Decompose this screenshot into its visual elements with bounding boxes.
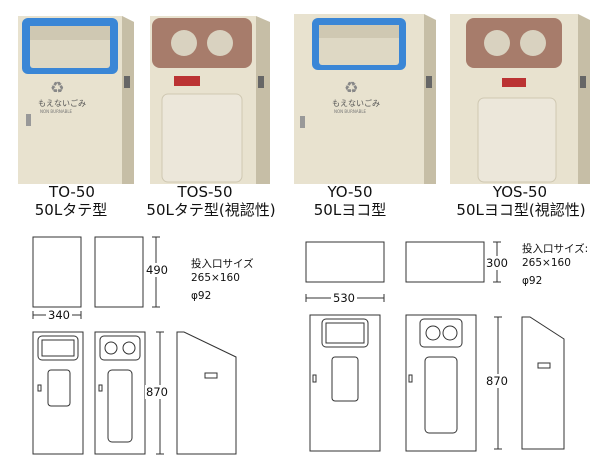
product-photo-tos50	[144, 6, 278, 184]
caption-model: TOS-50	[177, 183, 233, 201]
caption-model: TO-50	[49, 183, 95, 201]
tate-depth-dim: 490	[145, 263, 169, 277]
tate-opening-size: 265×160	[191, 272, 240, 284]
bin-yos50-illustration	[450, 14, 590, 184]
caption-desc: 50Lタテ型	[34, 201, 108, 219]
tate-opening-label: 投入口サイズ	[191, 258, 254, 270]
caption-desc: 50Lヨコ型	[313, 201, 387, 219]
caption-desc: 50Lタテ型(視認性)	[146, 201, 276, 219]
bin-tos50-illustration	[150, 16, 270, 184]
yoko-hole-size: φ92	[522, 275, 543, 287]
sticker-sub: NON BURNABLE	[40, 109, 73, 114]
tate-height-dim: 870	[145, 385, 169, 399]
yoko-width-dim: 530	[331, 291, 357, 305]
sticker-label: もえないごみ	[38, 99, 86, 108]
product-photo-yos50	[444, 6, 594, 184]
product-photo-yo50: ♻ もえないごみ NON BURNABLE	[288, 6, 440, 184]
sticker-label: もえないごみ	[332, 99, 380, 108]
yoko-opening-label: 投入口サイズ:	[522, 243, 589, 255]
tate-hole-size: φ92	[191, 290, 212, 302]
sticker-sub: NON BURNABLE	[334, 109, 367, 114]
product-photo-to50: ♻ もえないごみ NON BURNABLE	[10, 6, 140, 184]
yoko-dimension-drawing	[305, 241, 565, 452]
no-burn-icon: ♻	[344, 78, 359, 97]
caption-desc: 50Lヨコ型(視認性)	[456, 201, 586, 219]
caption-model: YOS-50	[492, 183, 548, 201]
no-burn-icon: ♻	[50, 78, 65, 97]
tate-width-dim: 340	[46, 308, 72, 322]
bin-to50-illustration	[18, 16, 134, 184]
yoko-opening-size: 265×160	[522, 257, 571, 269]
bin-yo50-illustration	[294, 14, 436, 184]
tate-dimension-drawing	[32, 236, 237, 455]
caption-model: YO-50	[327, 183, 373, 201]
yoko-depth-dim: 300	[485, 256, 509, 270]
yoko-height-dim: 870	[485, 374, 509, 388]
